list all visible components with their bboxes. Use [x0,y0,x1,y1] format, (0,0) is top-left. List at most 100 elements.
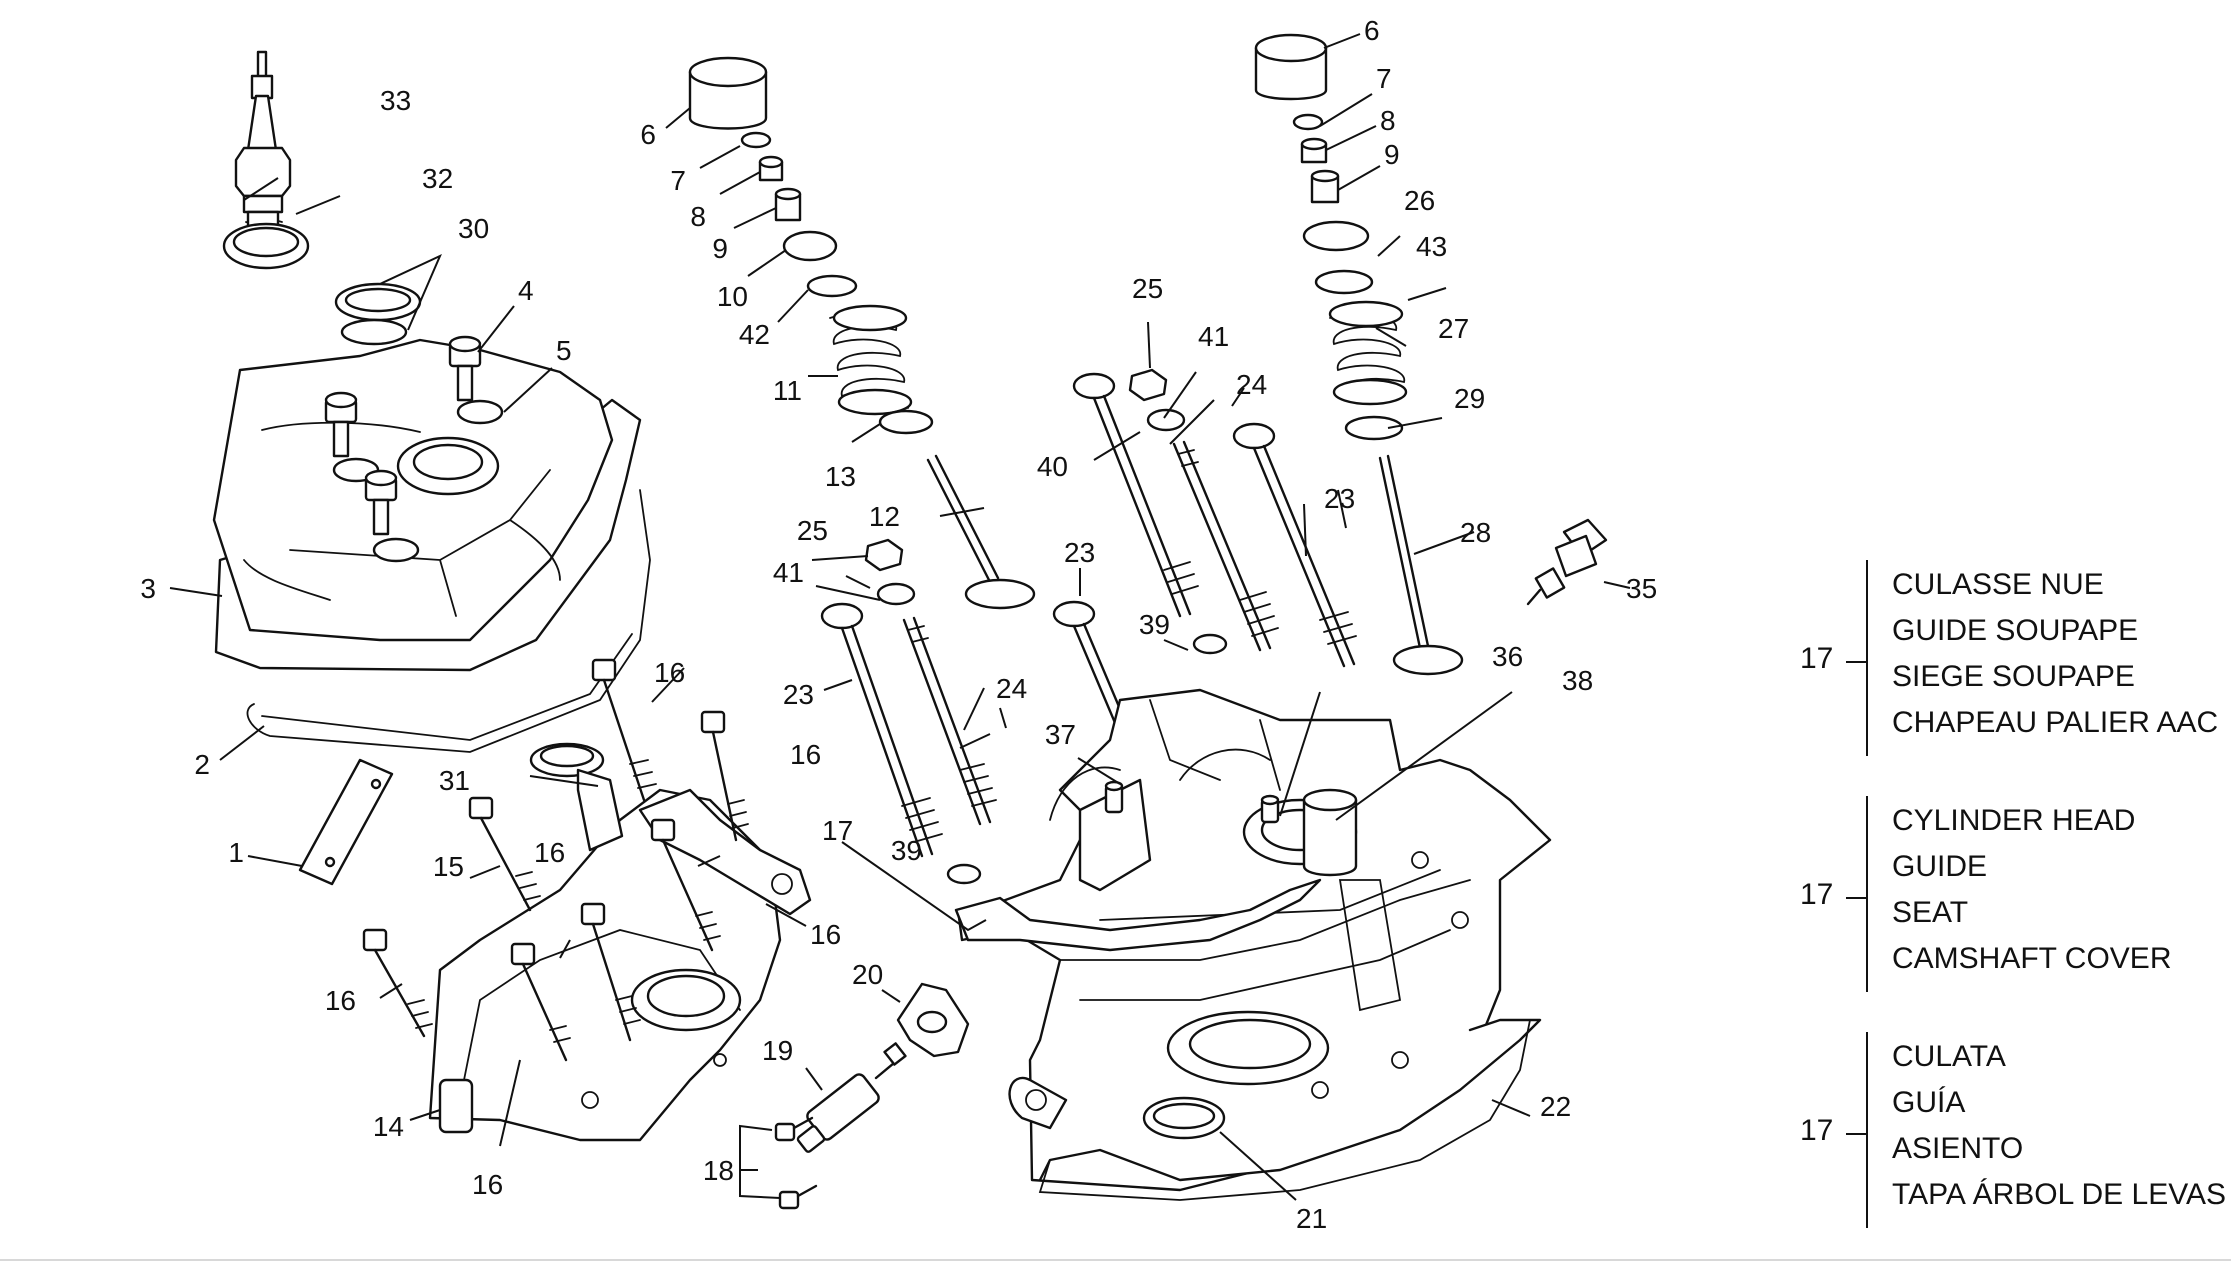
bucket-tappet-6-left [688,56,768,130]
stud-40 [1072,372,1199,618]
callout-14: 14 [373,1111,404,1142]
retainer-9-right [1310,169,1340,204]
callout-21: 21 [1296,1203,1327,1234]
legend-block-spanish: 17 CULATA GUÍA ASIENTO TAPA ÁRBOL DE LEV… [1800,1032,2226,1228]
valve-12 [926,454,1036,610]
spring-cap-26 [1302,220,1370,252]
bottom-divider [0,1259,2231,1261]
legend-line: CYLINDER HEAD [1892,804,2136,837]
cam-arch-left [1049,766,1121,821]
bolt-16-lower [510,942,571,1062]
valve-spring-27 [1328,300,1408,406]
callout-37: 37 [1045,719,1076,750]
filler-plug-31 [529,742,624,852]
callout-26: 26 [1404,185,1435,216]
collet-8-left [758,155,784,182]
nut-25-left [864,538,904,572]
callout-33: 33 [380,85,411,116]
callout-17: 17 [822,815,853,846]
callout-35: 35 [1626,573,1657,604]
legend-tick [1846,1133,1868,1135]
dowel-pin-37 [1104,780,1124,814]
gasket-20 [896,982,970,1058]
washer-42 [806,274,858,298]
washer-41-right [1146,408,1186,432]
callout-16-middle: 16 [534,837,565,868]
callout-16-bottom: 16 [472,1169,503,1200]
callout-23-right: 23 [1324,483,1355,514]
chain-tensioner-19 [796,1042,907,1153]
retainer-9-left [774,187,802,222]
callout-41-right: 41 [1198,321,1229,352]
callout-13: 13 [825,461,856,492]
callout-4: 4 [518,275,534,306]
callout-9-right: 9 [1384,139,1400,170]
cover-bolt-4c [364,469,420,563]
bucket-tappet-6-right [1254,33,1328,101]
screw-18-lower [778,1184,818,1210]
legend-line: CULASSE NUE [1892,568,2104,601]
legend-tick [1846,661,1868,663]
seal-30-lower [340,318,408,346]
callout-15: 15 [433,851,464,882]
dowel-pin-36 [1260,794,1280,824]
callout-20: 20 [852,959,883,990]
callout-18: 18 [703,1155,734,1186]
head-cover[interactable] [212,338,642,672]
callout-7-left: 7 [670,165,686,196]
washer-43 [1314,269,1374,295]
callout-1: 1 [228,837,244,868]
callout-38: 38 [1562,665,1593,696]
callout-27: 27 [1438,313,1469,344]
legend-line: GUÍA [1892,1086,1966,1119]
callout-39-right: 39 [1139,609,1170,640]
callout-28: 28 [1460,517,1491,548]
cam-arch-right [1179,748,1271,781]
washer-39-right [1192,633,1228,655]
callout-43: 43 [1416,231,1447,262]
stud-23-left [820,602,943,858]
callout-42: 42 [739,319,770,350]
head-gasket-22 [1038,1019,1531,1201]
valve-spring-11 [829,304,913,416]
callout-16-upper-right: 16 [790,739,821,770]
legend-lines: CULATA GUÍA ASIENTO TAPA ÁRBOL DE LEVAS [1892,1034,2226,1218]
callout-5: 5 [556,335,572,366]
legend-line: CAMSHAFT COVER [1892,942,2172,975]
legend-lines: CULASSE NUE GUIDE SOUPAPE SIEGE SOUPAPE … [1892,562,2218,746]
callout-16-right: 16 [810,919,841,950]
shim-7-left [740,131,772,149]
bracket-17-left [638,788,812,916]
stud-23-right [1232,422,1357,668]
cover-bolt-4a [448,335,504,425]
bolt-16-mid [650,818,721,952]
callout-36: 36 [1492,641,1523,672]
callout-22: 22 [1540,1091,1571,1122]
legend-bracket [1866,560,1868,756]
legend-tick [1846,897,1868,899]
spring-seat-29 [1344,415,1404,441]
legend-line: TAPA ÁRBOL DE LEVAS [1892,1178,2227,1211]
callout-29: 29 [1454,383,1485,414]
callout-16-top: 16 [654,657,685,688]
legend-line: GUIDE [1892,850,1988,883]
callout-7-right: 7 [1376,63,1392,94]
callout-6-left: 6 [640,119,656,150]
callout-31: 31 [439,765,470,796]
leader-lines [169,33,1631,1201]
collet-8-right [1300,137,1328,164]
legend-line: SIEGE SOUPAPE [1892,660,2135,693]
callout-2: 2 [194,749,210,780]
valve-28 [1378,454,1464,676]
legend-line: CHAPEAU PALIER AAC [1892,706,2219,739]
spring-cap-10 [782,230,838,262]
bolt-15 [468,796,541,912]
shim-7-right [1292,113,1324,131]
callout-23-left: 23 [783,679,814,710]
callout-24-left: 24 [996,673,1027,704]
callout-39-left: 39 [891,835,922,866]
callout-32: 32 [422,163,453,194]
callout-3: 3 [140,573,156,604]
legend-ref-number: 17 [1800,1114,1834,1147]
